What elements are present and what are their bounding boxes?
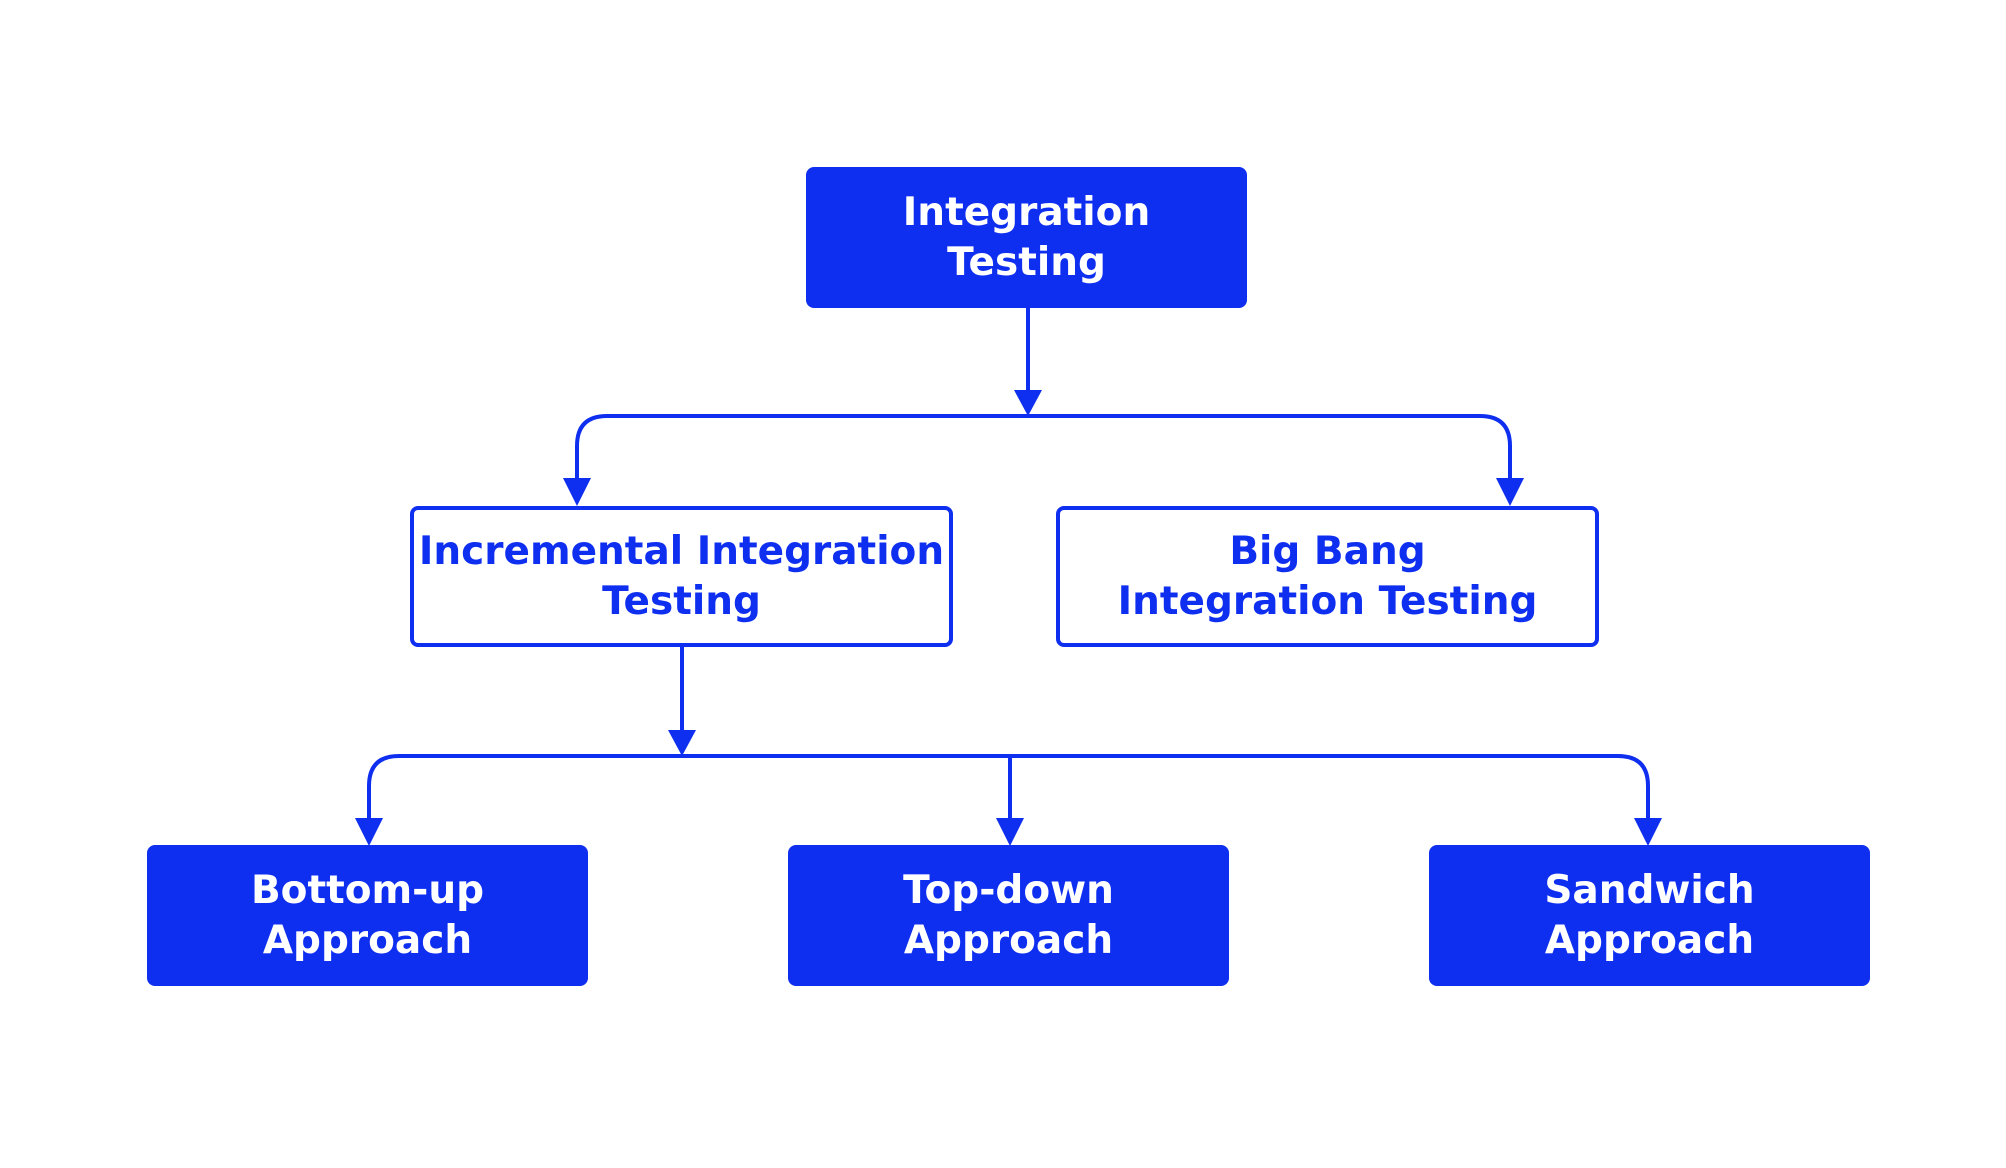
arrowhead-root-trunk-icon [1014, 390, 1042, 416]
arrowhead-to-incremental-icon [563, 478, 591, 506]
node-label-line: Bottom-up [250, 867, 485, 913]
node-label-line: Incremental Integration [418, 528, 945, 574]
node-label-line: Big Bang [1229, 528, 1426, 574]
edge-level2-bus [575, 414, 1512, 480]
node-label-line: Integration Testing [1117, 578, 1538, 624]
node-label-line: Approach [262, 917, 473, 963]
arrowhead-to-bigbang-icon [1496, 478, 1524, 506]
arrowhead-to-sandwich-icon [1634, 818, 1662, 846]
arrowhead-incremental-trunk-icon [668, 730, 696, 756]
node-label-line: Integration [902, 189, 1151, 235]
node-label-line: Sandwich [1544, 867, 1755, 913]
node-label-line: Approach [903, 917, 1114, 963]
node-label-line: Testing [947, 239, 1106, 285]
node-label-line: Testing [602, 578, 761, 624]
arrowhead-to-topdown-icon [996, 818, 1024, 846]
arrowhead-to-bottomup-icon [355, 818, 383, 846]
node-label-line: Approach [1544, 917, 1755, 963]
node-label-line: Top-down [903, 867, 1114, 913]
